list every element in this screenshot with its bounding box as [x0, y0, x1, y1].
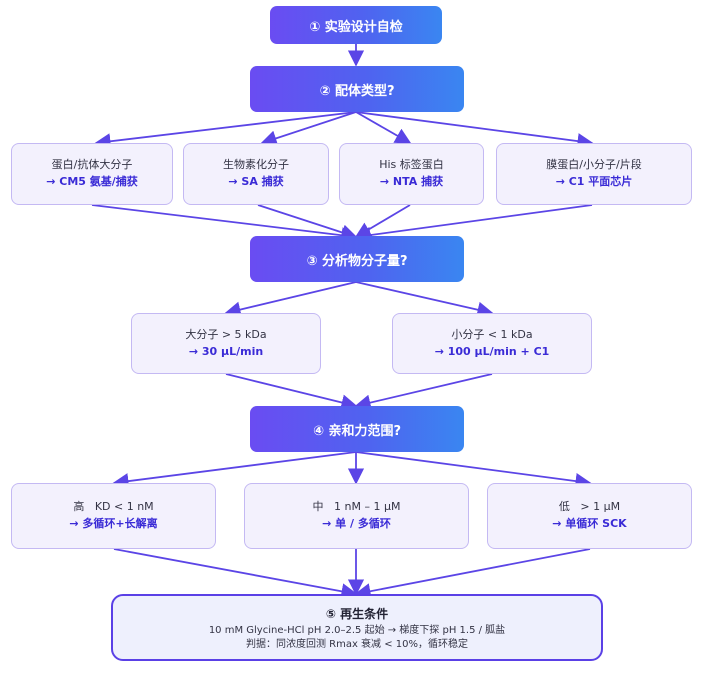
- arrow-2-ligand-4: [355, 111, 594, 150]
- arrow-4-aff-1: [112, 451, 357, 490]
- arrow-ligand-1-3: [91, 204, 358, 244]
- arrow-4-aff-3: [355, 451, 592, 490]
- affinity-option-low: 低 > 1 µM → 单循环 SCK: [487, 483, 692, 549]
- mw-option-flow: → 100 µL/min + C1: [434, 344, 550, 358]
- ligand-option-desc: 生物素化分子: [223, 158, 289, 171]
- affinity-option-high: 高 KD < 1 nM → 多循环+长解离: [11, 483, 216, 549]
- arrow-3-mw-2: [355, 281, 494, 318]
- affinity-option-desc: 中 1 nM – 1 µM: [312, 500, 401, 513]
- step-3-label: ③ 分析物分子量?: [306, 253, 408, 269]
- arrow-ligand-2-3: [257, 204, 358, 241]
- affinity-option-method: → 多循环+长解离: [69, 517, 158, 530]
- arrow-2-ligand-3: [355, 111, 412, 144]
- step-1-label: ① 实验设计自检: [309, 19, 403, 35]
- step-5-criterion: 判据：同浓度回测 Rmax 衰减 < 10%，循环稳定: [245, 638, 469, 650]
- arrow-mw-1-4: [225, 373, 358, 411]
- affinity-option-desc: 高 KD < 1 nM: [73, 500, 154, 513]
- ligand-option-protein: 蛋白/抗体大分子 → CM5 氨基/捕获: [11, 143, 173, 205]
- ligand-option-chip: → C1 平面芯片: [555, 175, 633, 188]
- step-1-self-check: ① 实验设计自检: [270, 6, 442, 44]
- mw-option-small: 小分子 < 1 kDa → 100 µL/min + C1: [392, 313, 592, 374]
- ligand-option-desc: 蛋白/抗体大分子: [51, 158, 133, 171]
- affinity-option-method: → 单循环 SCK: [552, 517, 627, 530]
- arrow-aff-1-5: [113, 548, 358, 600]
- step-5-regeneration: ⑤ 再生条件 10 mM Glycine-HCl pH 2.0–2.5 起始 →…: [111, 594, 603, 661]
- arrow-2-ligand-1: [94, 111, 357, 150]
- mw-option-large: 大分子 > 5 kDa → 30 µL/min: [131, 313, 321, 374]
- ligand-option-chip: → CM5 氨基/捕获: [46, 175, 138, 188]
- arrow-2-ligand-2: [260, 111, 357, 147]
- mw-option-flow: → 30 µL/min: [188, 344, 264, 358]
- affinity-option-desc: 低 > 1 µM: [558, 500, 621, 513]
- ligand-option-chip: → NTA 捕获: [379, 175, 444, 188]
- step-2-label: ② 配体类型?: [319, 83, 395, 99]
- mw-option-desc: 大分子 > 5 kDa: [185, 327, 267, 341]
- step-4-affinity-range: ④ 亲和力范围?: [250, 406, 464, 452]
- ligand-option-desc: His 标签蛋白: [379, 158, 444, 171]
- arrow-ligand-3-3: [354, 204, 411, 238]
- arrow-mw-2-4: [354, 373, 493, 411]
- step-2-ligand-type: ② 配体类型?: [250, 66, 464, 112]
- ligand-option-desc: 膜蛋白/小分子/片段: [546, 158, 642, 171]
- affinity-option-method: → 单 / 多循环: [322, 517, 391, 530]
- arrow-aff-3-5: [354, 548, 591, 600]
- ligand-option-his: His 标签蛋白 → NTA 捕获: [339, 143, 484, 205]
- ligand-option-membrane: 膜蛋白/小分子/片段 → C1 平面芯片: [496, 143, 692, 205]
- step-4-label: ④ 亲和力范围?: [312, 423, 402, 439]
- step-5-title: ⑤ 再生条件: [325, 606, 389, 621]
- ligand-option-chip: → SA 捕获: [228, 175, 284, 188]
- step-5-condition: 10 mM Glycine-HCl pH 2.0–2.5 起始 → 梯度下探 p…: [208, 624, 506, 636]
- arrow-ligand-4-3: [354, 204, 593, 244]
- mw-option-desc: 小分子 < 1 kDa: [451, 327, 533, 341]
- step-3-analyte-mw: ③ 分析物分子量?: [250, 236, 464, 282]
- ligand-option-biotin: 生物素化分子 → SA 捕获: [183, 143, 329, 205]
- affinity-option-medium: 中 1 nM – 1 µM → 单 / 多循环: [244, 483, 469, 549]
- arrow-3-mw-1: [224, 281, 357, 318]
